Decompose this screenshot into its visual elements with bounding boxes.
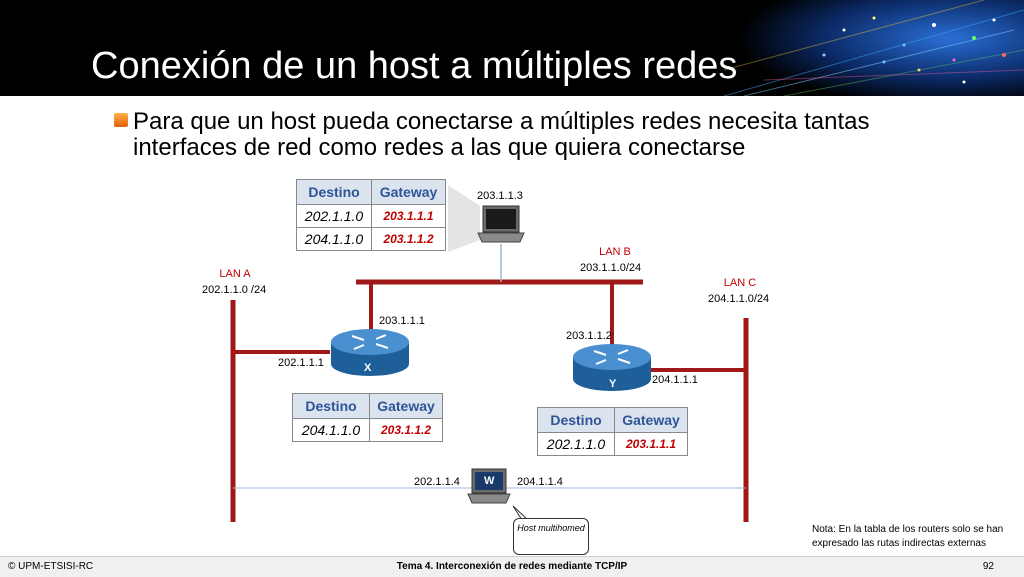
- lan-b-address: 203.1.1.0/24: [580, 262, 642, 274]
- w-lana-ip: 202.1.1.4: [414, 476, 460, 488]
- lan-c-name: LAN C: [723, 277, 757, 289]
- table-cell: 202.1.1.0: [537, 432, 615, 456]
- y-lanb-ip: 203.1.1.2: [566, 330, 612, 342]
- zoom-shadow: [448, 185, 480, 252]
- host-top-ip: 203.1.1.3: [477, 190, 523, 202]
- routers-note: Nota: En la tabla de los routers solo se…: [812, 524, 1004, 549]
- table-header-destino: Destino: [537, 407, 615, 433]
- slide-header: Conexión de un host a múltiples redes: [0, 0, 1024, 96]
- lan-a-address: 202.1.1.0 /24: [202, 284, 267, 296]
- footer-copyright: © UPM-ETSISI-RC: [8, 561, 94, 572]
- table-cell: 203.1.1.2: [369, 418, 443, 442]
- host-routing-table: Destino Gateway 202.1.1.0 203.1.1.1 204.…: [296, 179, 446, 251]
- table-header-gateway: Gateway: [371, 179, 446, 205]
- lan-c-address: 204.1.1.0/24: [708, 293, 770, 305]
- y-lanc-ip: 204.1.1.1: [652, 374, 698, 386]
- page-number: 92: [982, 561, 994, 572]
- lan-b-name: LAN B: [599, 246, 631, 258]
- table-cell: 202.1.1.0: [296, 204, 372, 228]
- table-cell: 203.1.1.1: [371, 204, 446, 228]
- footer-topic: Tema 4. Interconexión de redes mediante …: [396, 561, 628, 572]
- table-header-destino: Destino: [296, 179, 372, 205]
- router-x-routing-table: Destino Gateway 204.1.1.0 203.1.1.2: [292, 393, 443, 442]
- router-y-routing-table: Destino Gateway 202.1.1.0 203.1.1.1: [537, 407, 688, 456]
- table-header-destino: Destino: [292, 393, 370, 419]
- router-y-label: Y: [609, 378, 617, 390]
- host-multihomed-callout: Host multihomed: [513, 518, 589, 555]
- host-w-label: W: [484, 475, 495, 487]
- table-header-gateway: Gateway: [369, 393, 443, 419]
- slide-title: Conexión de un host a múltiples redes: [91, 45, 738, 87]
- x-lanb-ip: 203.1.1.1: [379, 315, 425, 327]
- slide-footer: © UPM-ETSISI-RC Tema 4. Interconexión de…: [0, 556, 1024, 577]
- laptop-w-icon: [467, 468, 511, 504]
- bullet-icon: [114, 113, 128, 127]
- table-cell: 203.1.1.1: [614, 432, 688, 456]
- table-cell: 204.1.1.0: [296, 227, 372, 251]
- x-lana-ip: 202.1.1.1: [278, 357, 324, 369]
- bullet-text: Para que un host pueda conectarse a múlt…: [133, 108, 870, 161]
- w-lanc-ip: 204.1.1.4: [517, 476, 563, 488]
- lan-a-name: LAN A: [219, 268, 251, 280]
- table-cell: 203.1.1.2: [371, 227, 446, 251]
- router-y-icon: [573, 344, 651, 391]
- router-x-icon: [331, 329, 409, 376]
- table-header-gateway: Gateway: [614, 407, 688, 433]
- table-cell: 204.1.1.0: [292, 418, 370, 442]
- router-x-label: X: [364, 362, 372, 374]
- laptop-top-icon: [477, 205, 525, 243]
- fiber-optic-image: [724, 0, 1024, 96]
